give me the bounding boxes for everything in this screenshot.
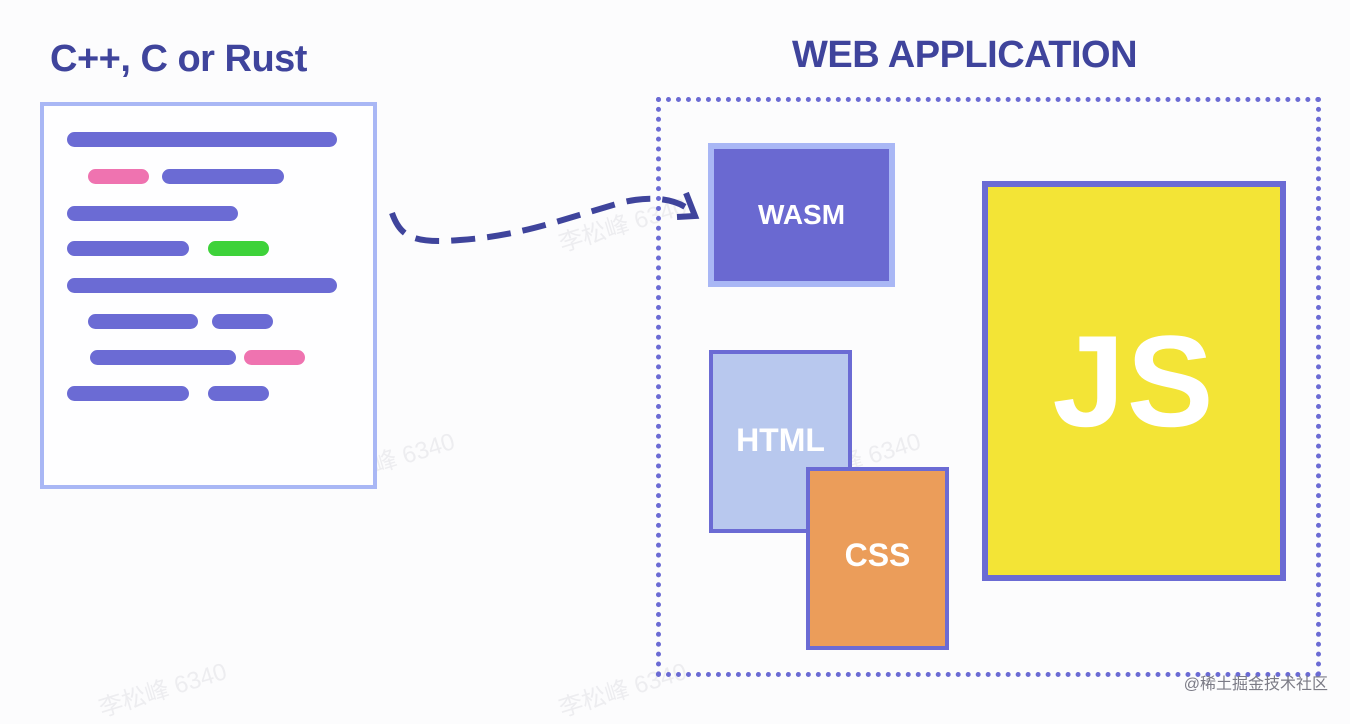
- code-line: [208, 386, 269, 401]
- js-label: JS: [1052, 308, 1216, 454]
- code-line: [67, 206, 238, 221]
- wasm-module-box: WASM: [708, 143, 895, 287]
- code-line: [244, 350, 305, 365]
- code-line: [88, 314, 198, 329]
- wasm-label: WASM: [757, 199, 846, 230]
- code-line: [67, 278, 337, 293]
- code-line: [67, 386, 189, 401]
- source-code-panel: [40, 102, 377, 489]
- source-languages-title: C++, C or Rust: [50, 38, 307, 80]
- web-application-frame: [656, 97, 1321, 677]
- css-file-box: CSS: [806, 467, 949, 650]
- compile-arrow-path: [389, 195, 696, 244]
- web-application-title: WEB APPLICATION: [792, 34, 1138, 76]
- code-line: [67, 132, 337, 147]
- source-credit: @稀土掘金技术社区: [1183, 676, 1328, 693]
- compile-arrow-head: [676, 191, 700, 220]
- code-line: [208, 241, 269, 256]
- css-label: CSS: [844, 537, 911, 573]
- code-line: [162, 169, 284, 184]
- code-line: [212, 314, 273, 329]
- code-line: [90, 350, 236, 365]
- code-line: [88, 169, 149, 184]
- html-label: HTML: [736, 422, 825, 458]
- code-line: [67, 241, 189, 256]
- javascript-file-box: JS: [982, 181, 1286, 581]
